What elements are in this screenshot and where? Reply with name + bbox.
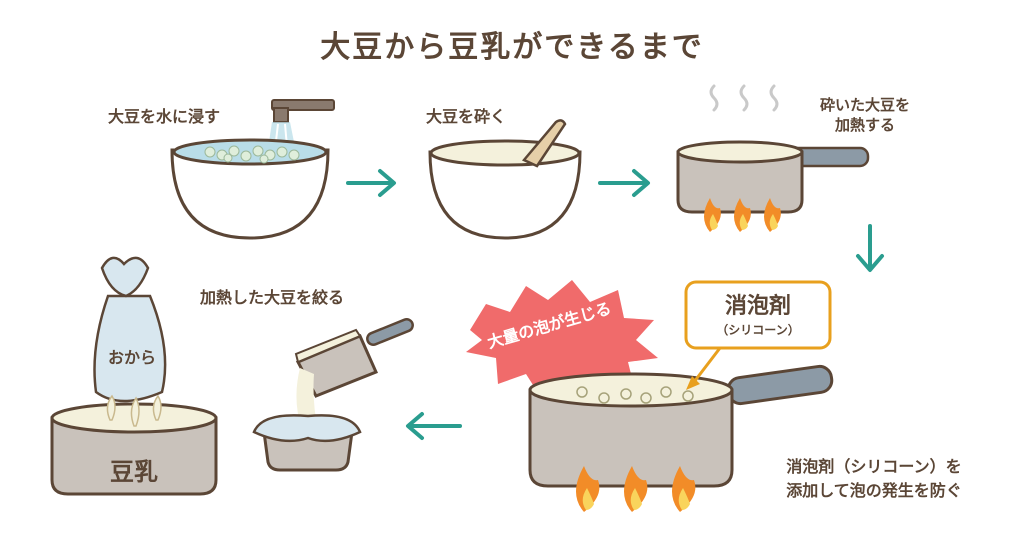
okara-label: おから	[107, 348, 156, 367]
bubble-icon	[576, 386, 694, 404]
crush-bowl-icon	[428, 139, 582, 240]
defoamer-sub: （シリコーン）	[716, 323, 800, 337]
step-soak-label: 大豆を水に浸す	[108, 107, 221, 126]
big-pot-icon	[528, 364, 834, 488]
step-defoamer-note: 消泡剤（シリコーン）を 添加して泡の発生を防ぐ	[744, 455, 1004, 503]
arrow-left-icon	[406, 412, 462, 440]
steam-icon	[709, 84, 779, 112]
arrow-down-icon	[856, 224, 884, 272]
defoamer-callout-box	[684, 280, 832, 390]
step-defoamer-line2: 添加して泡の発生を防ぐ	[786, 481, 962, 500]
arrow-right-icon	[598, 169, 650, 197]
defoamer-name: 消泡剤	[724, 294, 791, 319]
small-pot-icon	[676, 140, 870, 214]
step-crush-label: 大豆を砕く	[426, 107, 507, 126]
flame-icon	[704, 198, 781, 232]
page-title: 大豆から豆乳ができるまで	[320, 30, 704, 65]
step-heat-label: 砕いた大豆を 加熱する	[800, 95, 930, 135]
flame-icon	[576, 466, 696, 512]
step-heat-line1: 砕いた大豆を	[819, 96, 910, 114]
soymilk-label: 豆乳	[110, 458, 158, 486]
step-heat-line2: 加熱する	[834, 116, 895, 134]
step-defoamer-line1: 消泡剤（シリコーン）を	[786, 457, 962, 476]
arrow-right-icon	[346, 169, 396, 197]
pouring-pan-icon	[294, 318, 414, 430]
cloth-bag-icon	[93, 256, 167, 427]
foam-burst-icon	[466, 280, 658, 396]
pestle-icon	[521, 119, 567, 168]
strainer-cup-icon	[252, 414, 362, 472]
soak-bowl-icon	[170, 138, 330, 240]
step-squeeze-label: 加熱した大豆を絞る	[200, 288, 345, 307]
